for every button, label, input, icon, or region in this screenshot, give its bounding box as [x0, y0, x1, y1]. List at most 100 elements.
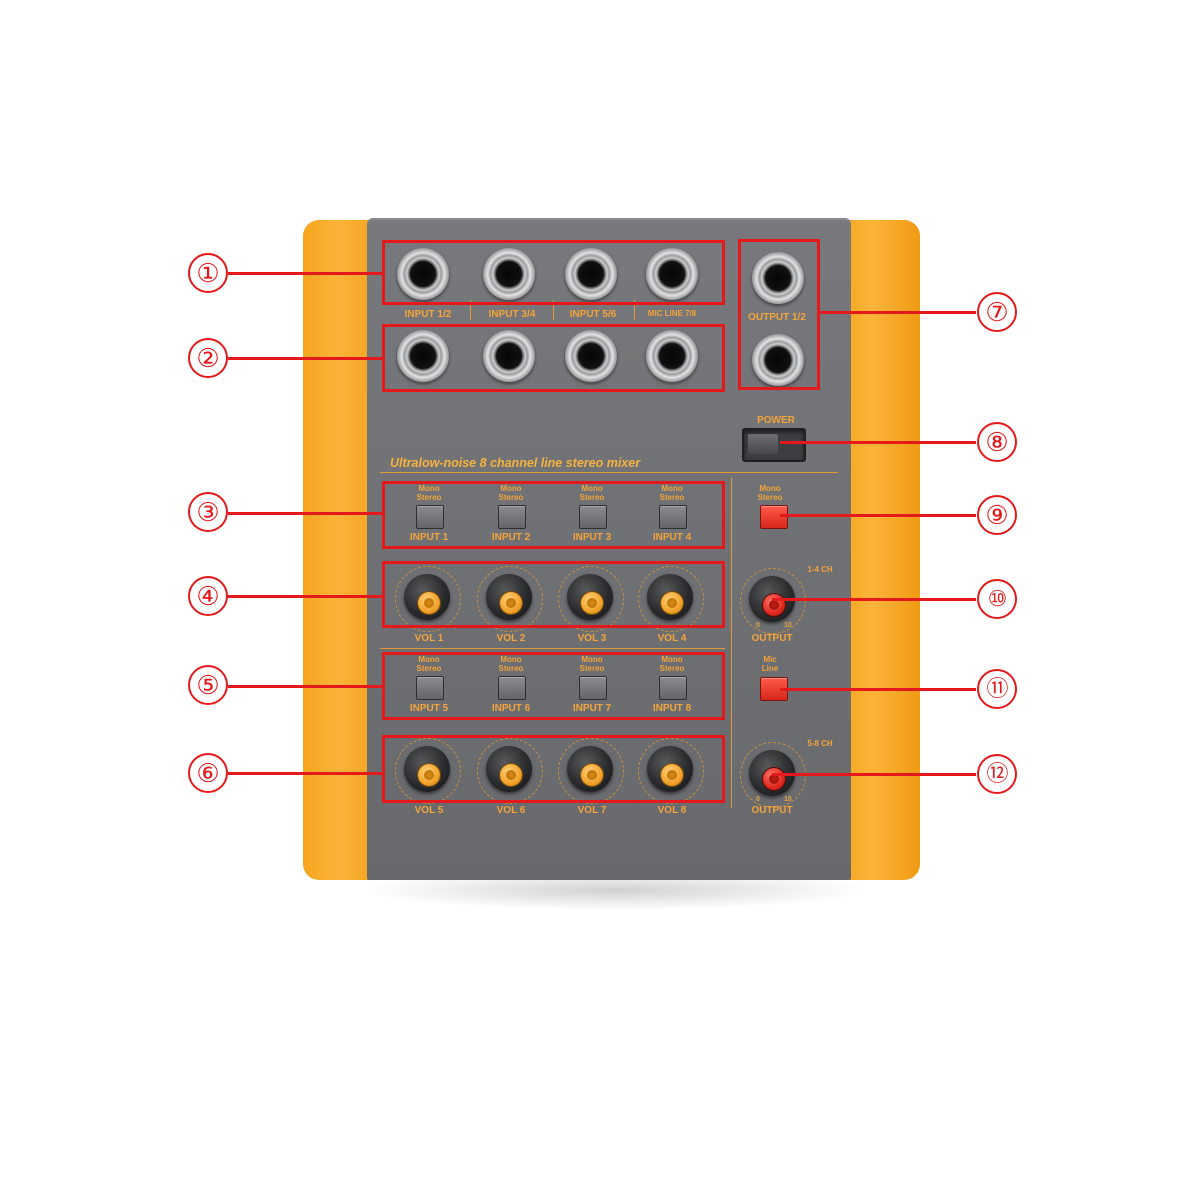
mono-stereo-switch-input-6[interactable] [498, 676, 526, 700]
knob-scale-ring [740, 568, 806, 634]
mono-label: Mono [418, 655, 440, 664]
callout-box-2 [382, 324, 725, 392]
volume-knob-8[interactable] [647, 746, 693, 792]
mono-label: Mono [418, 484, 440, 493]
knob-label-vol-5: VOL 5 [414, 805, 444, 816]
switch-label-input-7: INPUT 7 [572, 703, 612, 714]
callout-line-3 [228, 512, 382, 515]
callout-box-1 [382, 240, 725, 305]
power-switch[interactable] [742, 428, 806, 462]
mono-label: Mono [500, 655, 522, 664]
right-side-bumper [840, 220, 920, 880]
volume-knob-5[interactable] [404, 746, 450, 792]
callout-number-8: ⑧ [977, 422, 1017, 462]
callout-number-4: ④ [188, 576, 228, 616]
callout-line-6 [228, 772, 382, 775]
knob-scale-ring [558, 566, 624, 632]
volume-knob-3[interactable] [567, 574, 613, 620]
mono-stereo-switch-input-3[interactable] [579, 505, 607, 529]
callout-line-1 [228, 272, 382, 275]
mono-stereo-switch-input-8[interactable] [659, 676, 687, 700]
callout-line-4 [228, 595, 382, 598]
output-label-1-4: OUTPUT [751, 633, 793, 644]
input-jack-1[interactable] [397, 248, 449, 300]
knob-label-vol-1: VOL 1 [414, 633, 444, 644]
input-jack-4[interactable] [483, 330, 535, 382]
mono-stereo-switch-input-7[interactable] [579, 676, 607, 700]
master-mono-stereo-switch[interactable] [760, 505, 788, 529]
mono-label: Mono [581, 655, 603, 664]
knob-label-vol-7: VOL 7 [577, 805, 607, 816]
knob-scale-ring [558, 738, 624, 804]
divider [553, 300, 554, 320]
callout-number-10: ⑩ [977, 579, 1017, 619]
volume-knob-2[interactable] [486, 574, 532, 620]
callout-number-6: ⑥ [188, 753, 228, 793]
knob-scale-ring [395, 738, 461, 804]
input-jack-2[interactable] [397, 330, 449, 382]
mixer-title: Ultralow-noise 8 channel line stereo mix… [390, 456, 641, 470]
stereo-label: Stereo [416, 664, 442, 673]
switch-label-input-1: INPUT 1 [409, 532, 449, 543]
mono-stereo-switch-input-1[interactable] [416, 505, 444, 529]
section-divider [380, 648, 725, 649]
switch-label-input-2: INPUT 2 [491, 532, 531, 543]
callout-box-4 [382, 561, 725, 628]
scale-min-label: 0 [756, 796, 760, 803]
input-jack-7[interactable] [646, 248, 698, 300]
divider [634, 300, 635, 320]
knob-label-vol-4: VOL 4 [657, 633, 687, 644]
input-jack-5[interactable] [565, 248, 617, 300]
stereo-label: Stereo [498, 493, 524, 502]
callout-line-2 [228, 357, 382, 360]
input-label-1-2: INPUT 1/2 [404, 309, 452, 320]
switch-label-input-8: INPUT 8 [652, 703, 692, 714]
mono-label: Mono [581, 484, 603, 493]
callout-line-8 [780, 441, 976, 444]
knob-label-vol-8: VOL 8 [657, 805, 687, 816]
volume-knob-4[interactable] [647, 574, 693, 620]
callout-box-6 [382, 735, 725, 803]
callout-number-7: ⑦ [977, 292, 1017, 332]
knob-label-vol-3: VOL 3 [577, 633, 607, 644]
mono-stereo-switch-input-2[interactable] [498, 505, 526, 529]
input-jack-3[interactable] [483, 248, 535, 300]
scale-min-label: 0 [756, 622, 760, 629]
knob-label-vol-2: VOL 2 [496, 633, 526, 644]
callout-number-11: ⑪ [977, 669, 1017, 709]
line-label: Line [761, 664, 779, 673]
input-jack-8[interactable] [646, 330, 698, 382]
power-rocker [748, 434, 778, 454]
volume-knob-6[interactable] [486, 746, 532, 792]
switch-label-input-5: INPUT 5 [409, 703, 449, 714]
knob-scale-ring [477, 566, 543, 632]
output-label-5-8: OUTPUT [751, 805, 793, 816]
mono-stereo-switch-input-4[interactable] [659, 505, 687, 529]
knob-scale-ring [477, 738, 543, 804]
knob-label-vol-6: VOL 6 [496, 805, 526, 816]
divider [470, 300, 471, 320]
callout-box-3 [382, 481, 725, 549]
callout-line-9 [780, 514, 976, 517]
callout-box-5 [382, 652, 725, 720]
output-jack-1[interactable] [752, 252, 804, 304]
volume-knob-7[interactable] [567, 746, 613, 792]
volume-knob-1[interactable] [404, 574, 450, 620]
output-jack-label: OUTPUT 1/2 [748, 312, 806, 323]
input-label-mic-line-7-8: MIC LINE 7/8 [647, 309, 697, 318]
callout-number-5: ⑤ [188, 665, 228, 705]
stereo-label: Stereo [498, 664, 524, 673]
input-jack-6[interactable] [565, 330, 617, 382]
input-label-3-4: INPUT 3/4 [488, 309, 536, 320]
output-jack-2[interactable] [752, 334, 804, 386]
knob-scale-ring [395, 566, 461, 632]
knob-scale-ring [638, 738, 704, 804]
master-mono-label: Mono [759, 484, 781, 493]
mic-label: Mic [763, 655, 777, 664]
callout-line-10 [772, 598, 976, 601]
master-stereo-label: Stereo [757, 493, 783, 502]
callout-number-2: ② [188, 338, 228, 378]
callout-line-11 [780, 688, 976, 691]
mono-stereo-switch-input-5[interactable] [416, 676, 444, 700]
mono-label: Mono [500, 484, 522, 493]
